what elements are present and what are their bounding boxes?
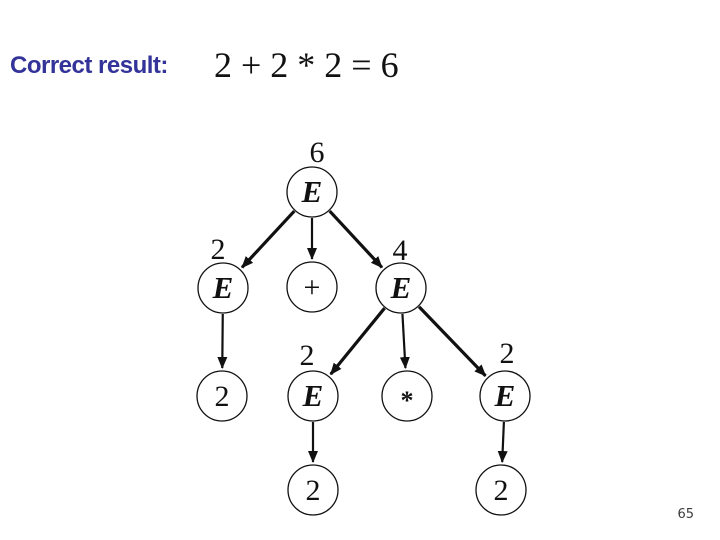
tree-node-label-e-far-right: E: [494, 378, 516, 413]
page-number: 65: [677, 507, 694, 522]
tree-node-circle-e-mid: [287, 370, 339, 422]
tree-annotation-root: 6: [310, 136, 325, 169]
tree-annotation-e-mid: 2: [300, 339, 315, 372]
tree-node-circle-leaf-2-left: [196, 370, 248, 422]
tree-edge-root-e-left: [240, 209, 296, 269]
tree-node-label-plus: +: [304, 271, 321, 304]
tree-edge-e-right-e-mid: [329, 307, 386, 376]
tree-node-circle-e-far-right: [479, 370, 531, 422]
tree-annotation-e-left: 2: [211, 233, 226, 266]
tree-node-circle-star: [381, 370, 433, 422]
tree-node-label-leaf-2-right: 2: [494, 474, 509, 507]
tree-node-circle-e-right: [375, 262, 427, 314]
tree-node-label-root: E: [301, 174, 323, 209]
tree-edge-root-e-right: [328, 209, 384, 269]
expression-formula: 2 + 2 * 2 = 6: [214, 45, 399, 85]
tree-node-circle-root: [286, 166, 338, 218]
tree-node-circle-leaf-2-mid: [287, 464, 339, 516]
tree-node-circle-e-left: [197, 262, 249, 314]
tree-node-label-e-left: E: [212, 270, 234, 305]
tree-node-circle-plus: [286, 261, 338, 313]
tree-node-label-star: *: [401, 386, 414, 415]
tree-annotation-e-far-right: 2: [500, 337, 515, 370]
tree-node-circle-leaf-2-right: [475, 464, 527, 516]
tree-node-label-e-right: E: [390, 270, 412, 305]
tree-edge-e-far-right-leaf-2-right: [497, 421, 508, 464]
tree-node-label-leaf-2-mid: 2: [306, 474, 321, 507]
tree-edge-e-right-e-far-right: [417, 305, 487, 377]
tree-annotation-e-right: 4: [393, 234, 408, 267]
tree-edge-e-right-star: [399, 313, 410, 370]
tree-edge-e-left-leaf-2-left: [217, 313, 228, 370]
tree-node-label-e-mid: E: [302, 378, 324, 413]
slide-title: Correct result:: [10, 52, 168, 79]
tree-node-label-leaf-2-left: 2: [215, 380, 230, 413]
